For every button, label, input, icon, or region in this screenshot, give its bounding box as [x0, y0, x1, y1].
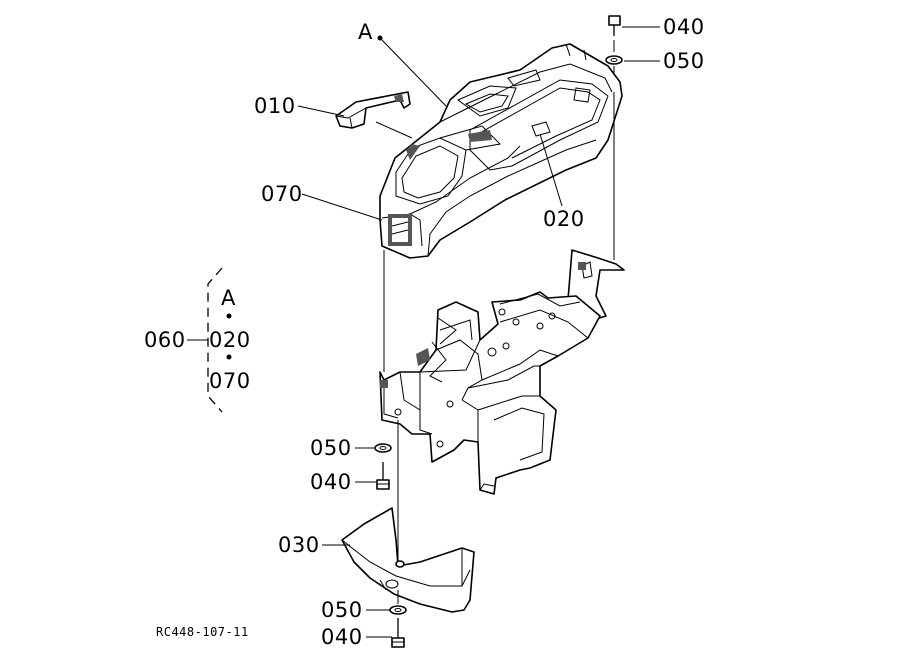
leader-020	[539, 133, 563, 207]
label-060: 060	[144, 328, 186, 352]
kit-label-020: 020	[209, 328, 251, 352]
label-040-mid: 040	[310, 470, 352, 494]
frame-bracket	[379, 249, 625, 495]
label-050-bottom: 050	[321, 598, 363, 622]
label-050-top: 050	[663, 49, 705, 73]
washer-050-bottom	[389, 605, 407, 615]
label-020: 020	[543, 207, 585, 231]
kit-label-a: A	[221, 286, 236, 310]
drawing-code: RC448-107-11	[156, 625, 249, 639]
label-040-top: 040	[663, 15, 705, 39]
label-030: 030	[278, 533, 320, 557]
bracket-010	[335, 91, 411, 129]
leader-070	[301, 193, 383, 221]
label-040-bottom: 040	[321, 625, 363, 649]
washer-050-top	[605, 55, 623, 65]
cover-030	[341, 507, 475, 613]
leader-a-top	[379, 37, 447, 107]
bolt-040-mid	[376, 462, 390, 490]
label-070: 070	[261, 182, 303, 206]
bolt-040-top	[608, 15, 621, 36]
label-010: 010	[254, 94, 296, 118]
leader-010	[297, 105, 345, 117]
guide-line	[375, 121, 413, 139]
bolt-040-bottom	[391, 618, 405, 648]
label-ref-a-top: A	[358, 20, 373, 44]
console-housing-070	[379, 43, 623, 259]
label-050-mid: 050	[310, 436, 352, 460]
washer-050-mid	[374, 443, 392, 453]
kit-dot	[226, 354, 232, 360]
kit-dot	[226, 313, 232, 319]
kit-label-070: 070	[209, 369, 251, 393]
